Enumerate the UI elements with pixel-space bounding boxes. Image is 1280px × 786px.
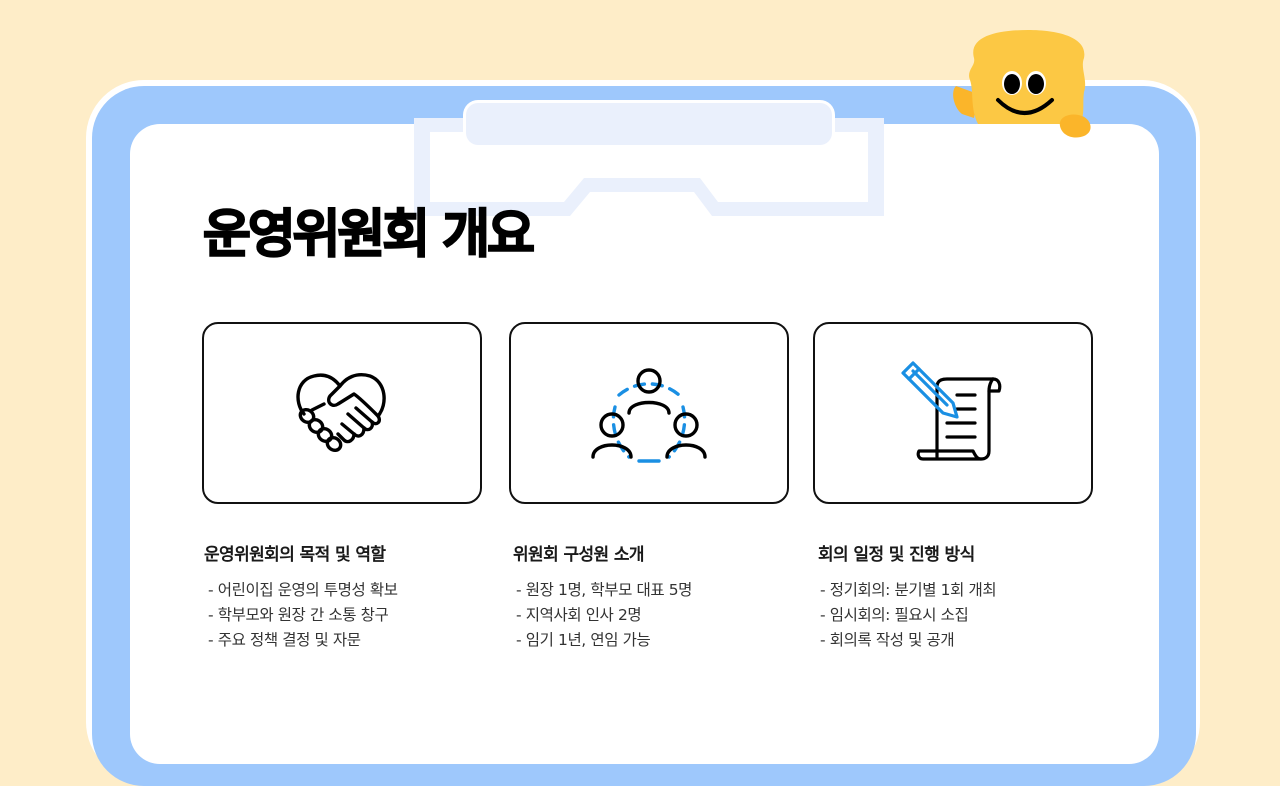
document-pencil-icon xyxy=(901,361,1002,461)
page-title: 운영위원회 개요 xyxy=(202,204,536,266)
card-heading: 위원회 구성원 소개 xyxy=(513,545,645,565)
clip-top xyxy=(466,103,832,145)
bullet-item: 임기 1년, 연임 가능 xyxy=(516,628,692,653)
card-bullet-list: 정기회의: 분기별 1회 개최 임시회의: 필요시 소집 회의록 작성 및 공개 xyxy=(820,578,997,653)
bullet-item: 임시회의: 필요시 소집 xyxy=(820,603,996,628)
bullet-item: 주요 정책 결정 및 자문 xyxy=(208,628,398,653)
card-heading: 회의 일정 및 진행 방식 xyxy=(818,545,975,565)
bullet-item: 학부모와 원장 간 소통 창구 xyxy=(208,603,398,628)
card-heading: 운영위원회의 목적 및 역할 xyxy=(204,545,386,565)
card-schedule-icon-box xyxy=(813,322,1093,504)
heart-handshake-icon xyxy=(296,373,386,453)
card-bullet-list: 원장 1명, 학부모 대표 5명 지역사회 인사 2명 임기 1년, 연임 가능 xyxy=(516,578,693,653)
bullet-item: 지역사회 인사 2명 xyxy=(516,603,692,628)
card-members-icon-box xyxy=(509,322,789,504)
card-purpose-icon-box xyxy=(202,322,482,504)
smiley-blob-mascot-icon xyxy=(953,30,1091,138)
bullet-item: 회의록 작성 및 공개 xyxy=(820,628,996,653)
team-members-icon xyxy=(591,368,707,463)
card-bullet-list: 어린이집 운영의 투명성 확보 학부모와 원장 간 소통 창구 주요 정책 결정… xyxy=(208,578,398,653)
bullet-item: 어린이집 운영의 투명성 확보 xyxy=(208,578,398,603)
bullet-item: 원장 1명, 학부모 대표 5명 xyxy=(516,578,693,603)
bullet-item: 정기회의: 분기별 1회 개최 xyxy=(820,578,997,603)
